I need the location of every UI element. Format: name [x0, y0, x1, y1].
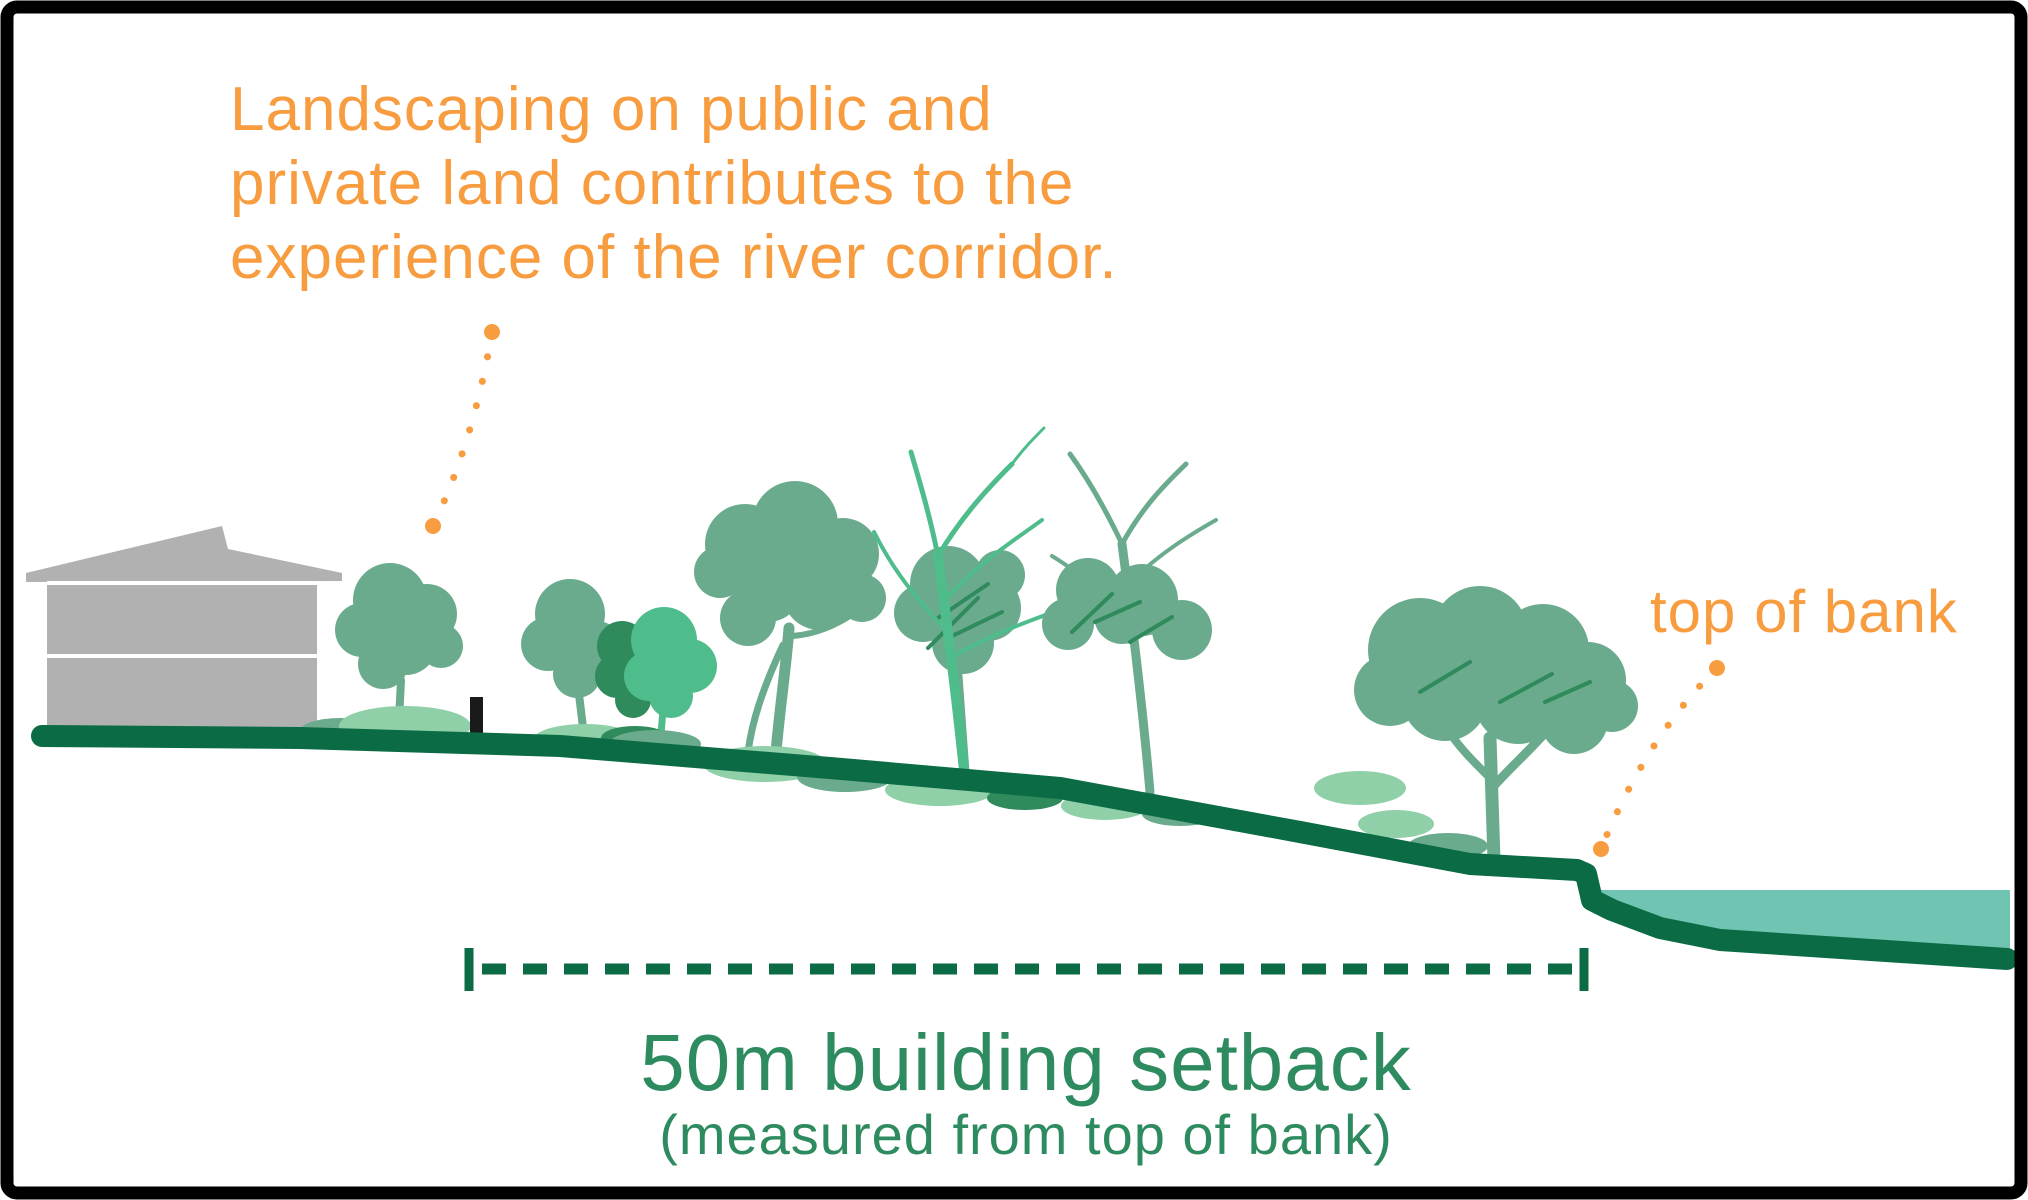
landscaping-leader-line — [425, 324, 500, 534]
top-of-bank-leader-line — [1593, 660, 1725, 857]
annotation-line-2: private land contributes to the — [230, 149, 1074, 218]
ground-profile — [31, 725, 2018, 970]
setback-title: 50m building setback — [640, 1018, 1412, 1107]
building-roof — [26, 526, 342, 582]
annotation-line-1: Landscaping on public and — [230, 75, 993, 144]
annotation-line-3: experience of the river corridor. — [230, 223, 1118, 292]
tree-branch-texture — [1418, 660, 1592, 704]
top-of-bank-label: top of bank — [1650, 578, 1958, 645]
tree-7-large — [1354, 586, 1638, 867]
tree-trunk — [770, 622, 795, 758]
tree-branches — [872, 426, 1084, 660]
setback-dimension — [464, 948, 1589, 991]
tree-branch-texture — [1070, 592, 1174, 644]
setback-subtitle: (measured from top of bank) — [659, 1103, 1393, 1166]
tree-trunk — [933, 551, 971, 795]
tree-6-bare — [1042, 451, 1218, 797]
tree-branch — [1487, 729, 1549, 793]
tree-trunk — [744, 641, 787, 756]
annotation-landscaping: Landscaping on public and private land c… — [230, 75, 1118, 292]
river-water — [1598, 890, 2010, 954]
tree-1 — [335, 563, 463, 744]
tree-trunk — [1483, 731, 1501, 867]
tree-3-eucalypt — [694, 481, 886, 758]
tree-5-bare — [872, 426, 1084, 795]
bollard — [470, 697, 483, 735]
tree-2-group — [521, 579, 717, 750]
building — [26, 526, 342, 733]
